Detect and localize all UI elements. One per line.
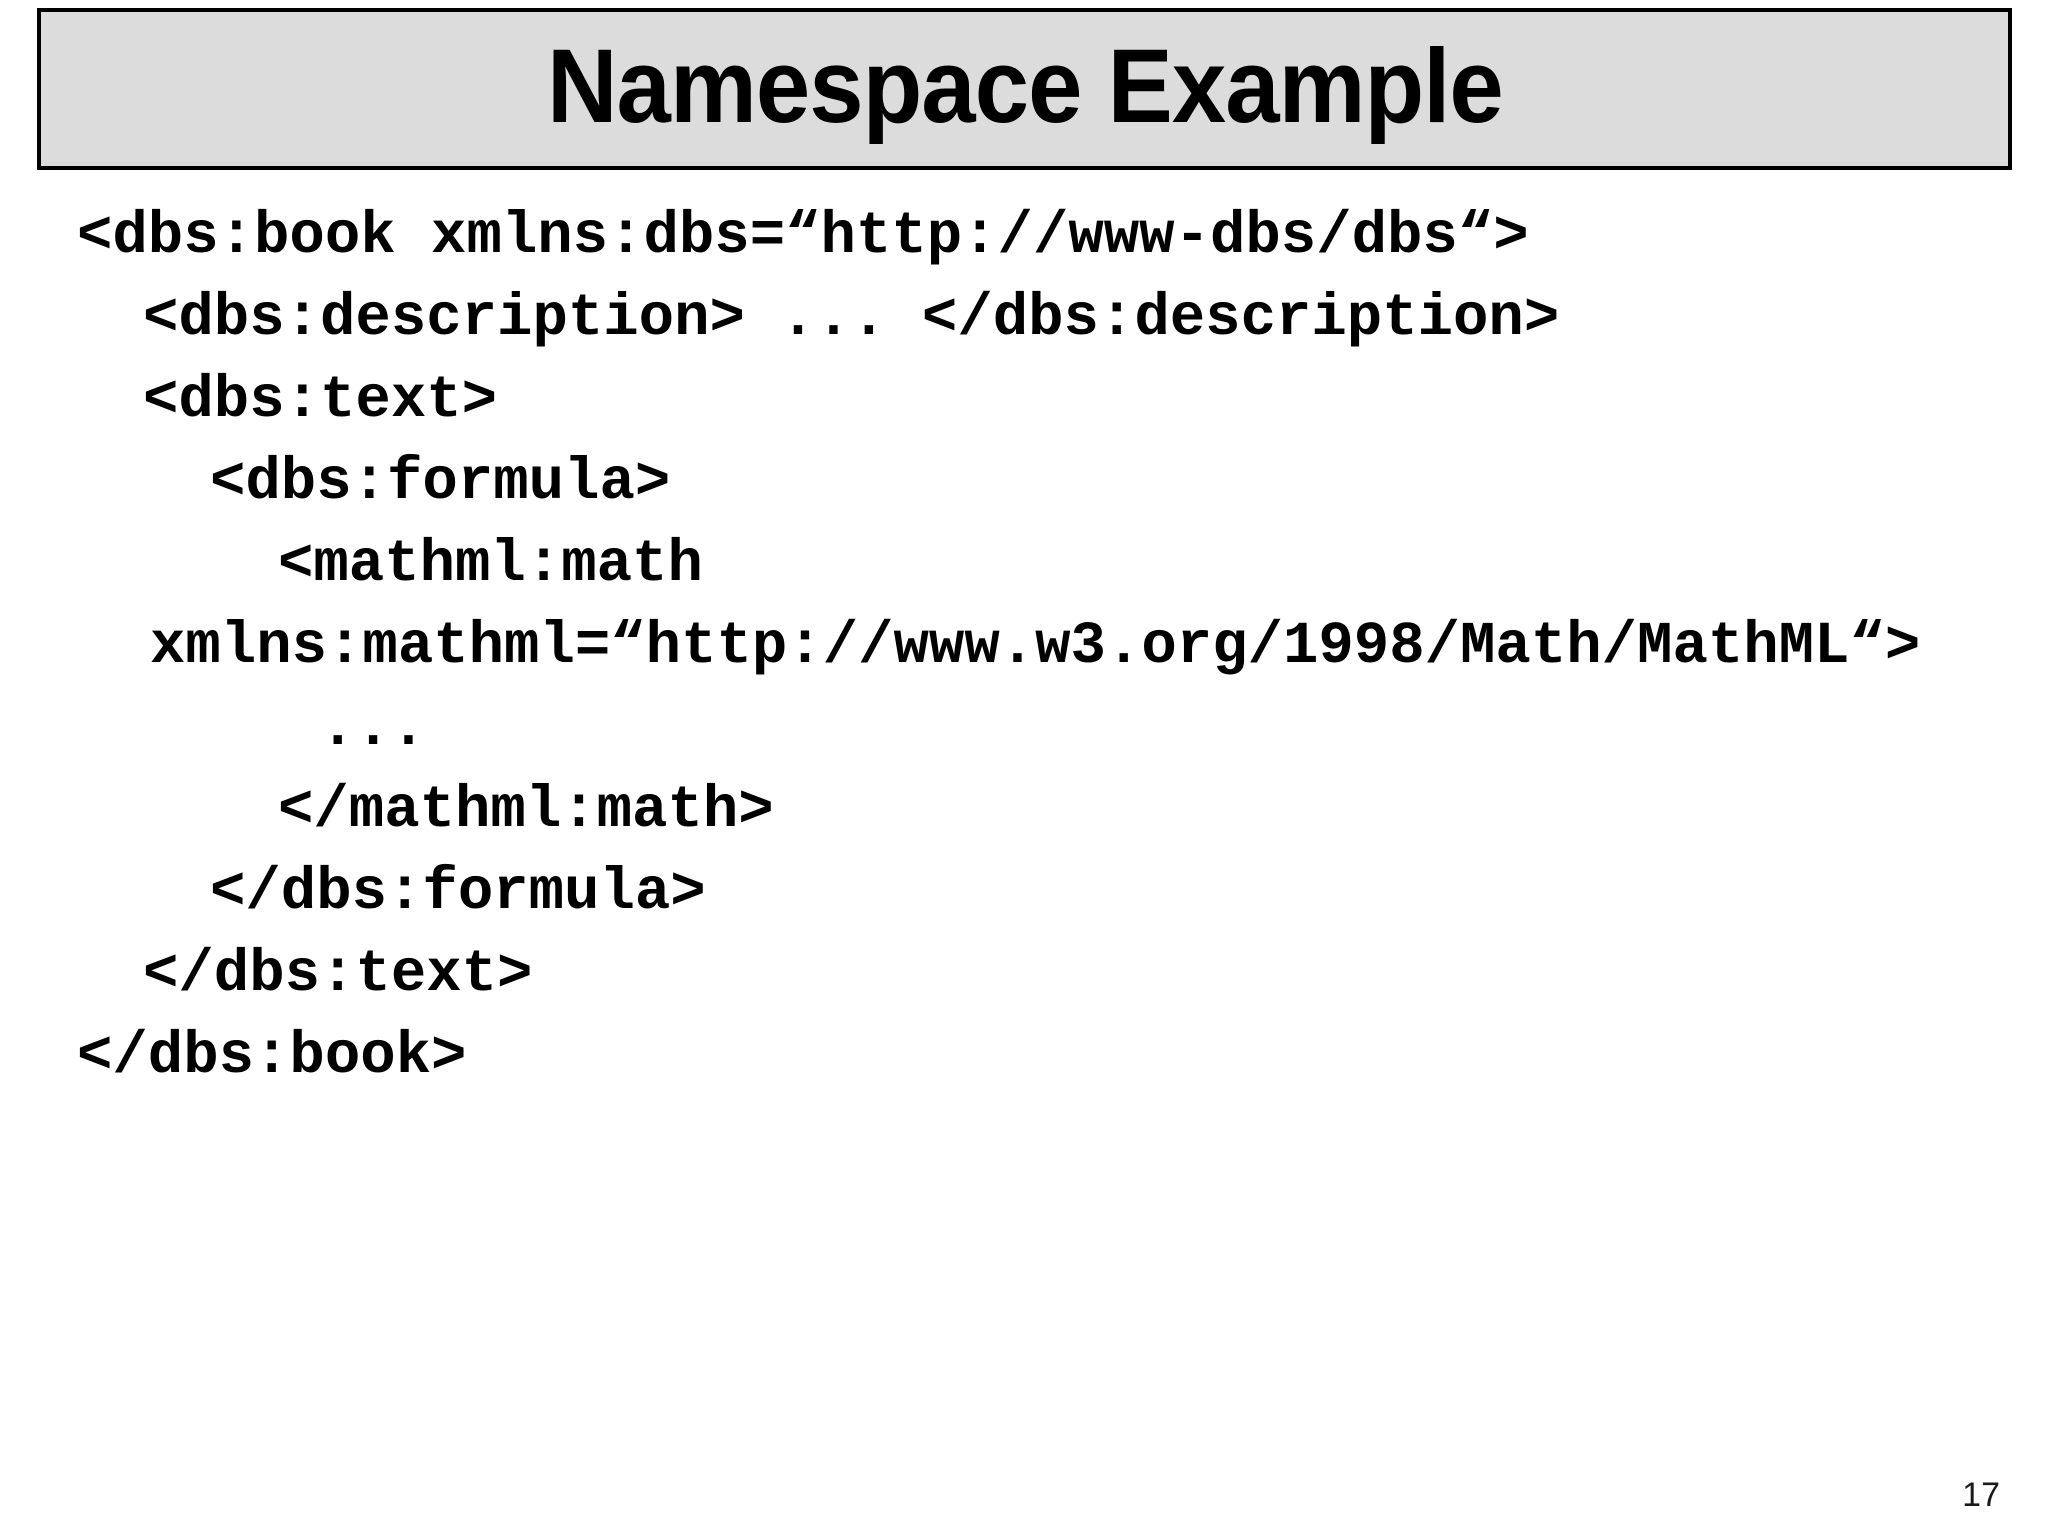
code-line: ... [320, 695, 427, 762]
code-line: <dbs:book xmlns:dbs=“http://www-dbs/dbs“… [77, 203, 1529, 270]
code-line: </dbs:formula> [210, 859, 706, 926]
code-line: <dbs:text> [143, 367, 498, 434]
code-line: </dbs:text> [143, 941, 533, 1008]
code-line: </dbs:book> [77, 1023, 467, 1090]
code-line: <mathml:math [278, 531, 703, 598]
code-line: <dbs:formula> [210, 449, 671, 516]
code-line: xmlns:mathml=“http://www.w3.org/1998/Mat… [150, 613, 1921, 680]
xml-code-block: <dbs:book xmlns:dbs=“http://www-dbs/dbs“… [0, 196, 2048, 1098]
page-title: Namespace Example [546, 27, 1504, 145]
page-number: 17 [1962, 1476, 2000, 1514]
slide-title-bar: Namespace Example [37, 8, 2012, 170]
code-line: <dbs:description> ... </dbs:description> [143, 285, 1560, 352]
code-line: </mathml:math> [278, 777, 774, 844]
